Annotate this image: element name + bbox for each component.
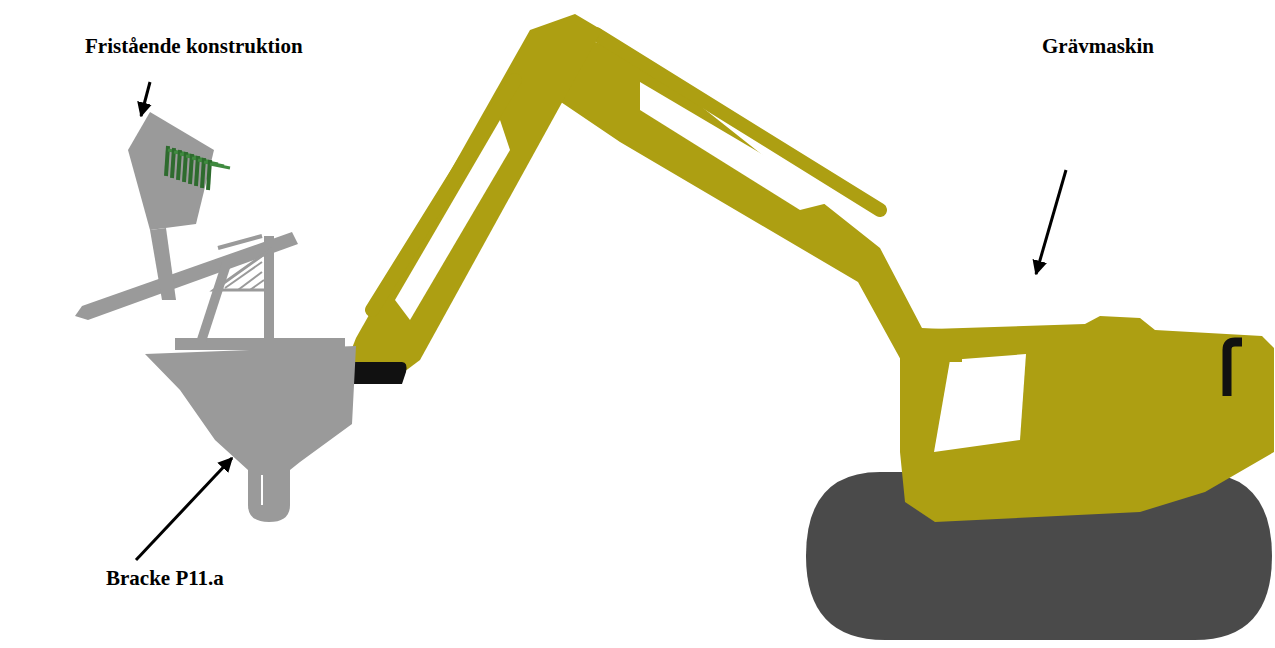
leader-arrow [1036,170,1066,274]
leader-arrow [141,82,150,116]
seedling [190,154,192,184]
seedling [178,150,180,180]
free-standing-structure [75,112,298,342]
seedling-leaf [210,164,230,168]
seedling [202,158,204,188]
leader-arrow [136,458,232,560]
seedling [208,160,210,190]
bracke-body [145,346,356,470]
boom-cylinder [596,34,880,210]
nozzle-slot [261,475,263,505]
stick-cutout [395,120,510,320]
seedling-tray [166,146,230,190]
part-label: Grävmaskin [1042,34,1154,59]
seedling [196,156,198,186]
part-label: Fristående konstruktion [85,34,303,59]
cab-window [934,354,1026,452]
excavator-stick [345,14,602,372]
exhaust-pipe [1227,342,1242,396]
part-label: Bracke P11.a [106,566,224,591]
seedling [184,152,186,182]
excavator-boom [552,28,962,362]
seedling [172,148,174,178]
bracke-nozzle [248,468,290,522]
boom-cutout [640,82,840,210]
seedling [166,146,168,176]
stick-cylinder [372,80,515,310]
